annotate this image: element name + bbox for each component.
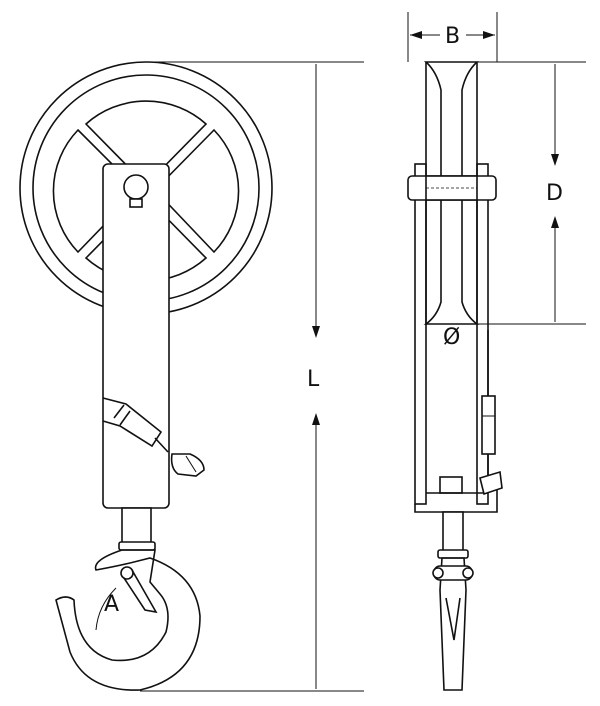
label-d: D: [546, 181, 563, 206]
dimension-d: D: [462, 61, 586, 325]
bolt-head: [439, 476, 463, 494]
label-a: A: [104, 592, 119, 617]
label-l: L: [307, 367, 320, 392]
dimension-l: L: [140, 61, 364, 692]
hook-body: [55, 549, 201, 691]
latch-rod: [479, 330, 503, 496]
label-diameter: Ø: [443, 325, 460, 350]
hook-collar: [118, 541, 156, 551]
swivel-shank: [442, 511, 464, 553]
label-b: B: [445, 24, 460, 49]
latch-lever: [102, 397, 205, 477]
hook-safety-latch: [95, 566, 158, 631]
dimension-b: B: [407, 12, 498, 62]
hook-shank: [121, 507, 152, 545]
front-view: A: [19, 61, 273, 691]
side-view: B: [407, 12, 586, 691]
side-plate-left: [414, 163, 427, 505]
side-plate: [102, 163, 170, 509]
swivel-collar: [437, 549, 469, 559]
hook-side-profile: [439, 557, 467, 691]
axle-nut-tab: [129, 198, 143, 208]
axle-bolt: [123, 174, 149, 200]
